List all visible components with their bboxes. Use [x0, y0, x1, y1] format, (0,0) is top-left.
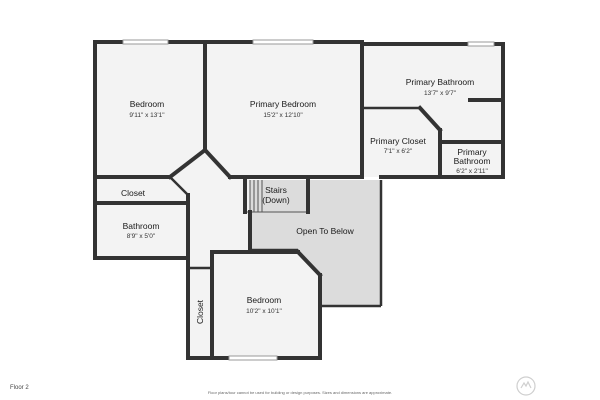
wall-closet1-angle [169, 176, 189, 196]
stairs-label-line1: Stairs [265, 185, 287, 195]
closet1-name: Closet [121, 188, 146, 198]
bedroom2-name: Bedroom [247, 295, 282, 305]
window-bedroom2 [228, 355, 278, 361]
windows [122, 39, 495, 361]
floor-label: Floor 2 [10, 385, 29, 391]
stairs-label-line2: (Down) [262, 195, 290, 205]
window-bedroom1 [122, 39, 169, 45]
window-primary-bedroom [252, 39, 314, 45]
primary-closet-dims: 7'1" x 6'2" [384, 148, 413, 155]
room-labels: Bedroom 9'11" x 13'1" Primary Bedroom 15… [121, 77, 490, 324]
wall-closet-angle [417, 105, 443, 133]
primary-bathroom-dims: 13'7" x 9'7" [424, 90, 457, 97]
disclaimer-text: Floor plans/tour cannot be used for buil… [207, 390, 393, 395]
small-bathroom-name-line2: Bathroom [454, 156, 491, 166]
floor-fills [95, 42, 505, 358]
primary-bedroom-dims: 15'2" x 12'10" [263, 112, 303, 119]
wall-hall-angle-right [202, 147, 233, 180]
middle-floor-fill [95, 177, 250, 259]
bathroom-dims: 8'9" x 5'0" [127, 233, 156, 240]
upper-floor-fill [95, 42, 505, 177]
primary-bathroom-name: Primary Bathroom [406, 77, 475, 87]
small-bathroom-name-line1: Primary [457, 147, 487, 157]
primary-closet-name: Primary Closet [370, 136, 426, 146]
brand-logo-icon [516, 376, 536, 396]
bedroom1-name: Bedroom [130, 99, 165, 109]
open-to-below-name: Open To Below [296, 226, 354, 236]
small-bathroom-dims: 6'2" x 2'11" [456, 168, 488, 175]
wall-bedroom2-angle [295, 249, 323, 278]
bedroom2-dims: 10'2" x 10'1" [246, 308, 282, 315]
bedroom1-dims: 9'11" x 13'1" [129, 112, 165, 119]
closet2-name: Closet [195, 299, 205, 324]
window-primary-bathroom [467, 41, 495, 47]
bathroom-name: Bathroom [123, 221, 160, 231]
primary-bedroom-name: Primary Bedroom [250, 99, 316, 109]
wall-hall-angle-left [167, 147, 208, 180]
